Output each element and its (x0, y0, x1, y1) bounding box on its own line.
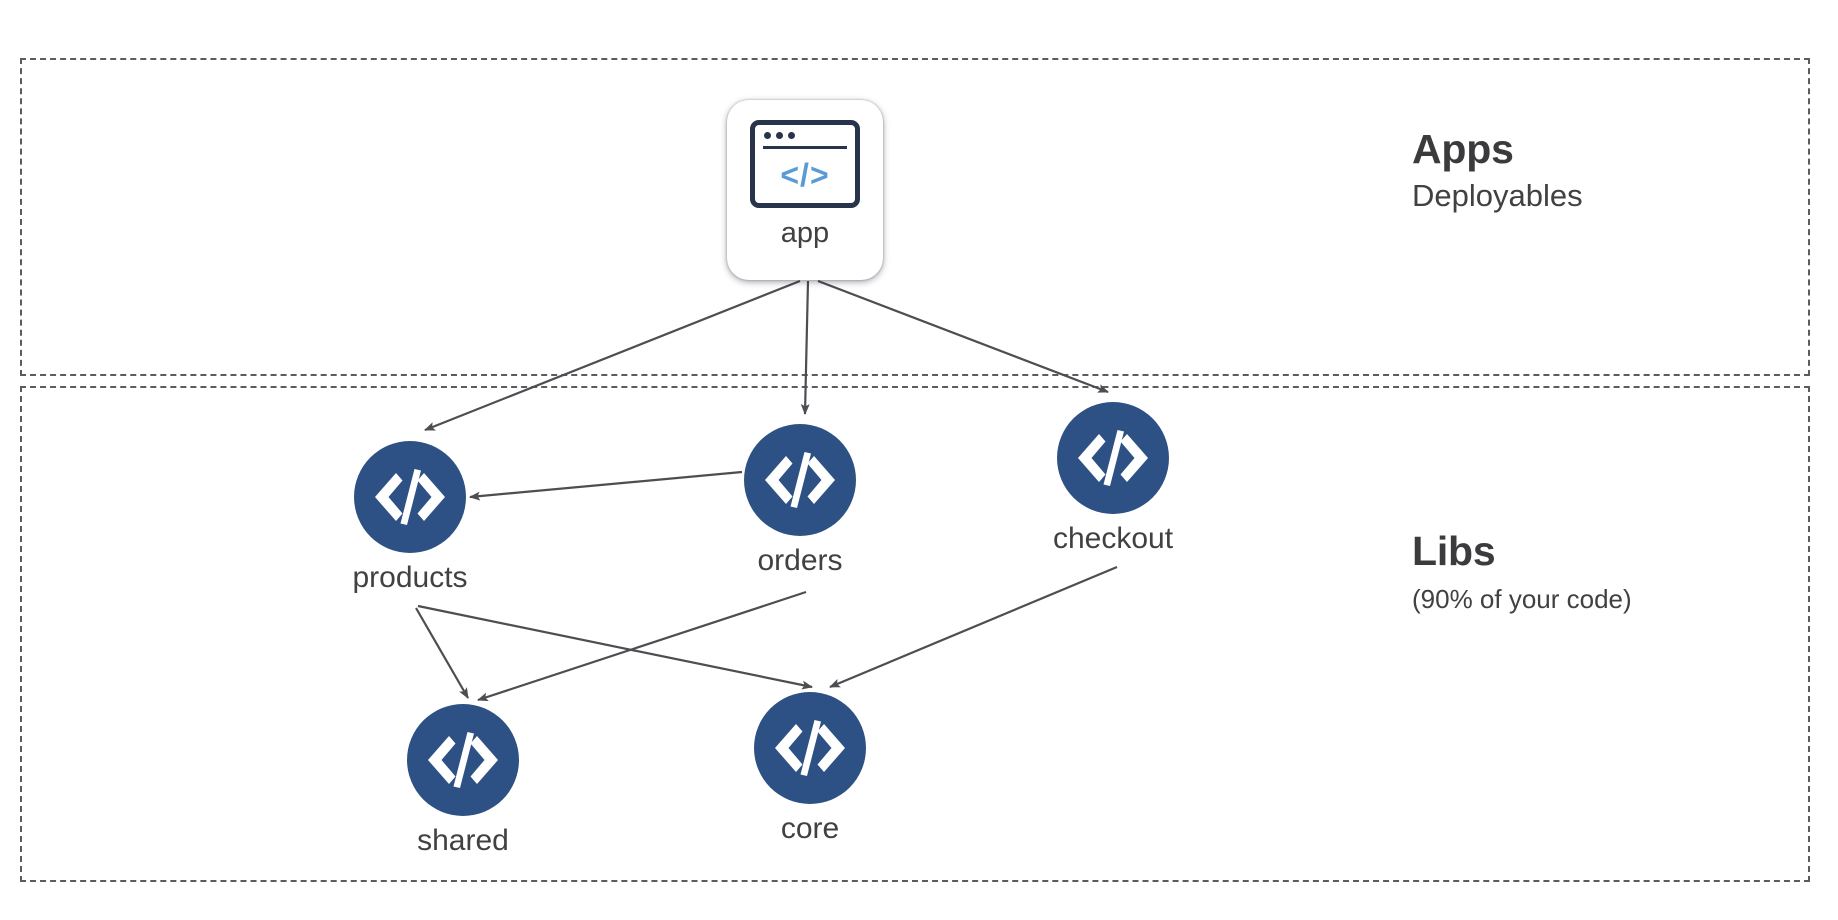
code-brackets-icon (1057, 402, 1169, 514)
window-titlebar-line (763, 146, 847, 149)
node-shared[interactable]: shared (407, 704, 519, 857)
node-orders[interactable]: orders (744, 424, 856, 577)
node-shared-label: shared (417, 824, 509, 857)
node-app-label: app (780, 217, 830, 249)
node-checkout-label: checkout (1052, 522, 1174, 555)
code-brackets-icon (354, 441, 466, 553)
node-checkout[interactable]: checkout (1053, 402, 1173, 555)
code-brackets-glyph: </> (780, 157, 830, 193)
node-app[interactable]: </> app (727, 100, 883, 280)
zone-apps (20, 58, 1810, 376)
zone-apps-subtitle: Deployables (1412, 178, 1583, 214)
zone-libs-subtitle: (90% of your code) (1412, 584, 1632, 615)
node-orders-label: orders (757, 544, 843, 577)
zone-libs-title: Libs (1412, 528, 1496, 574)
zone-caption-libs: Libs (90% of your code) (1412, 527, 1632, 615)
code-brackets-icon (744, 424, 856, 536)
node-products[interactable]: products (352, 441, 468, 594)
node-products-label: products (352, 561, 468, 594)
code-brackets-icon (754, 692, 866, 804)
node-core[interactable]: core (754, 692, 866, 845)
zone-apps-title: Apps (1412, 126, 1514, 172)
zone-libs (20, 386, 1810, 882)
node-core-label: core (780, 812, 840, 845)
zone-caption-apps: Apps Deployables (1412, 125, 1583, 215)
window-dots-icon (764, 132, 795, 139)
code-brackets-icon (407, 704, 519, 816)
browser-window-code-icon: </> (750, 120, 860, 208)
